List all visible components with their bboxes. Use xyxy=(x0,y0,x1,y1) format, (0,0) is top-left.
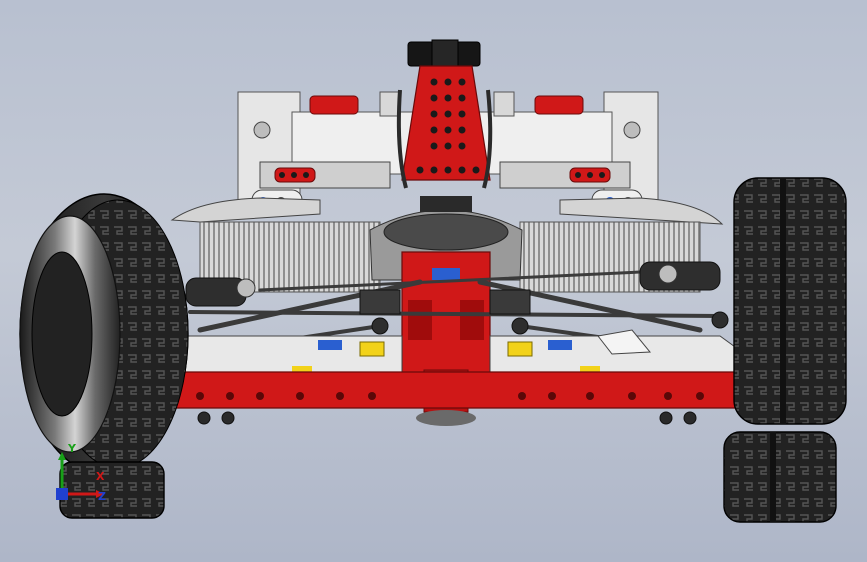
rear-tower xyxy=(396,39,493,189)
y-axis-arrow-icon xyxy=(58,452,66,460)
right-rear-wheel xyxy=(733,177,847,425)
y-axis-label: Y xyxy=(68,442,76,455)
z-axis-marker-icon xyxy=(56,488,68,500)
coordinate-triad: Y X Z xyxy=(52,440,122,510)
right-front-wheel xyxy=(723,431,837,523)
z-axis-label: Z xyxy=(98,490,106,503)
triad-graphic xyxy=(56,452,104,500)
x-axis-label: X xyxy=(96,470,105,483)
left-rear-wheel xyxy=(19,193,189,475)
lower-body xyxy=(151,329,743,374)
x-axis-arrow-icon xyxy=(96,490,104,498)
side-fenders xyxy=(170,197,724,225)
